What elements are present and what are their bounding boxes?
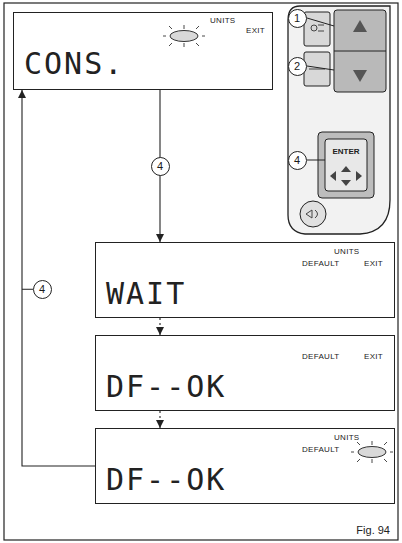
indicator-label: UNITS <box>210 17 236 26</box>
headlight-icon <box>318 31 324 32</box>
headlight-icon <box>318 25 324 26</box>
indicator-oval <box>170 31 198 42</box>
rocker-divider <box>334 51 386 52</box>
indicator-ray <box>163 36 166 37</box>
callout-number: 1 <box>288 9 307 28</box>
indicator-ray <box>169 26 172 29</box>
lcd-readout: DF--OK <box>106 370 226 403</box>
arrowhead <box>156 234 164 242</box>
leader-line <box>307 18 334 26</box>
switch-housing <box>288 6 390 234</box>
right-arrow-icon <box>356 171 362 181</box>
leader-line <box>307 160 325 161</box>
callout-number: 4 <box>151 157 170 176</box>
lcd-readout: CONS. <box>24 47 124 80</box>
flow-arrow <box>156 411 164 428</box>
indicator-ray <box>357 442 360 445</box>
arrowhead <box>156 420 164 428</box>
blinking-indicator <box>350 440 394 464</box>
leader-line <box>307 66 334 70</box>
indicator-ray <box>184 43 185 47</box>
indicator-ray <box>196 26 199 29</box>
indicator-ray <box>184 25 185 29</box>
down-arrow-icon <box>341 180 351 186</box>
down-arrow-icon <box>353 70 367 82</box>
button-label: ENTER <box>332 147 359 156</box>
indicator-label: EXIT <box>246 27 265 36</box>
headlight-button <box>304 12 330 46</box>
callout-number: 2 <box>288 57 307 76</box>
indicator-ray <box>202 36 205 37</box>
indicator-ray <box>384 442 387 445</box>
indicator-ray <box>351 452 354 453</box>
lcd-panel: UNITS EXIT CONS. <box>13 12 273 90</box>
indicator-ray <box>372 459 373 463</box>
lcd-panel: DEFAULT EXIT DF--OK <box>95 335 395 411</box>
indicator-label: UNITS <box>334 248 360 257</box>
indicator-label: DEFAULT <box>302 446 340 455</box>
up-arrow-icon <box>341 166 351 172</box>
indicator-ray <box>196 43 199 46</box>
indicator-ray <box>384 459 387 462</box>
headlight-icon <box>311 25 317 31</box>
indicator-label: DEFAULT <box>302 353 340 362</box>
callout-number: 4 <box>33 280 52 299</box>
indicator-oval <box>358 447 386 458</box>
enter-button <box>325 139 367 191</box>
arrowhead <box>156 327 164 335</box>
indicator-ray <box>169 43 172 46</box>
rocker-button <box>334 10 386 92</box>
horn-button <box>300 201 326 227</box>
lcd-readout: WAIT <box>106 277 186 310</box>
indicator-label: DEFAULT <box>302 260 340 269</box>
lcd-panel: UNITS DEFAULT DF--OK <box>95 428 395 504</box>
indicator-label: EXIT <box>364 260 383 269</box>
horn-icon <box>306 210 318 218</box>
left-arrow-icon <box>330 171 336 181</box>
arrowhead <box>18 90 26 98</box>
indicator-label: EXIT <box>364 353 383 362</box>
figure-frame <box>4 3 398 540</box>
lcd-panel: UNITS DEFAULT EXIT WAIT <box>95 242 395 318</box>
indicator-label: UNITS <box>334 434 360 443</box>
leader-line <box>22 289 33 290</box>
indicator-ray <box>390 452 393 453</box>
indicator-ray <box>357 459 360 462</box>
lcd-readout: DF--OK <box>106 463 226 496</box>
up-arrow-icon <box>353 20 367 32</box>
enter-button-frame <box>318 132 374 198</box>
blinking-indicator <box>162 24 206 48</box>
flow-arrow <box>156 318 164 335</box>
indicator-ray <box>372 441 373 445</box>
flow-arrow <box>18 90 95 466</box>
connector-line <box>22 90 95 466</box>
callout-number: 4 <box>288 151 307 170</box>
figure-number: Fig. 94 <box>356 524 390 536</box>
